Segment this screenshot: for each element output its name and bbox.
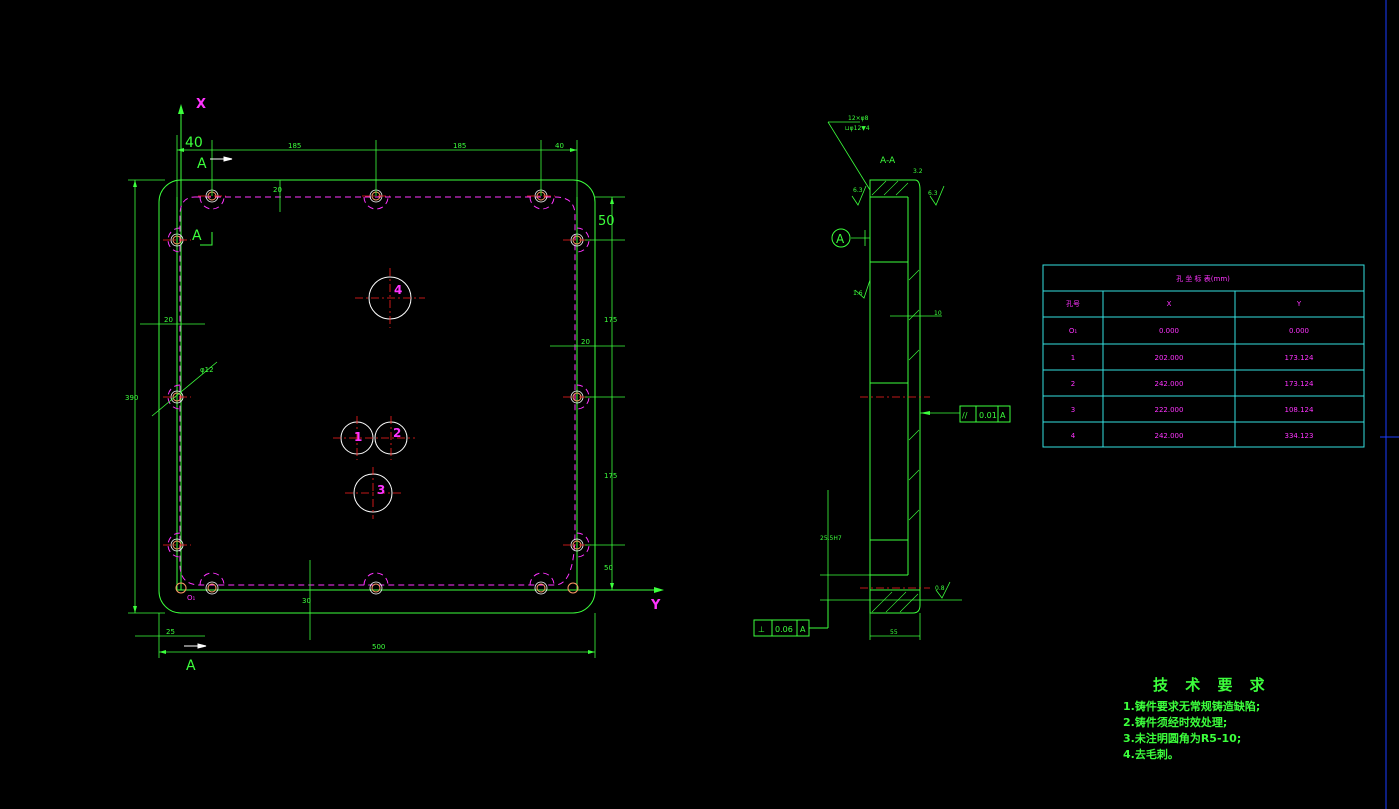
rough-bottom: 0.8	[935, 585, 945, 592]
section-title: A-A	[880, 156, 896, 166]
rough-right: 6.3	[928, 190, 938, 197]
dim-top-185-right: 185	[453, 142, 466, 150]
tol-perp-datum: A	[800, 625, 806, 634]
hole-label-3: 3	[377, 483, 385, 497]
tol-perp-frame	[753, 600, 829, 637]
axis-x-label: X	[196, 97, 206, 112]
tol-parallel-symbol: //	[962, 411, 968, 420]
hole-label-4: 4	[394, 283, 402, 297]
table-cell: 0.000	[1159, 327, 1179, 335]
tol-parallel-value: 0.01	[979, 411, 997, 420]
section-marker-top: A	[197, 156, 207, 172]
datum-a-label: A	[836, 232, 845, 246]
dim-right-175-bottom: 175	[604, 472, 617, 480]
dim-diameter: φ12	[200, 366, 214, 374]
table-cell: 242.000	[1155, 432, 1184, 440]
table-header-x: X	[1167, 300, 1172, 308]
table-cell: 202.000	[1155, 354, 1184, 362]
dim-top-40-right: 40	[555, 142, 564, 150]
coord-table	[1042, 264, 1365, 448]
plate-outline	[158, 179, 596, 614]
axis-y-label: Y	[650, 598, 661, 613]
table-title: 孔 坐 标 表(mm)	[1176, 274, 1230, 283]
dim-bottom-500: 500	[372, 643, 385, 651]
dim-left-20: 20	[164, 316, 173, 324]
dim-bottom-25: 25	[166, 628, 175, 636]
rough-left: 6.3	[853, 187, 863, 194]
tech-note: 4.去毛刺。	[1123, 748, 1179, 761]
dim-top-185-left: 185	[288, 142, 301, 150]
dim-right-50-bottom: 50	[604, 564, 613, 572]
tech-note: 1.铸件要求无常规铸造缺陷;	[1123, 700, 1261, 713]
section-outline	[869, 179, 921, 614]
table-cell: 1	[1071, 354, 1075, 362]
table-cell: 4	[1071, 432, 1076, 440]
datum-a-circle	[831, 228, 851, 248]
dim-right-50-top: 50	[598, 214, 615, 229]
hole-label-2: 2	[393, 426, 401, 440]
table-header-no: 孔号	[1066, 300, 1080, 308]
hole-label-1: 1	[354, 430, 362, 444]
technical-requirements: 技 术 要 求 1.铸件要求无常规铸造缺陷; 2.铸件须经时效处理; 3.未注明…	[1123, 674, 1271, 763]
dim-10: 10	[934, 310, 942, 317]
section-marker-left: A	[192, 228, 202, 244]
dim-55: 55	[890, 629, 898, 636]
gasket-groove	[179, 196, 576, 586]
origin-label: O₁	[187, 594, 196, 602]
tech-note: 2.铸件须经时效处理;	[1123, 716, 1228, 729]
table-cell: 108.124	[1285, 406, 1314, 414]
dim-right-20: 20	[581, 338, 590, 346]
dim-left-390: 390	[125, 394, 138, 402]
table-header-y: Y	[1296, 300, 1302, 308]
tol-parallel-datum: A	[1000, 411, 1006, 420]
table-cell: 173.124	[1285, 380, 1314, 388]
table-cell: 242.000	[1155, 380, 1184, 388]
table-cell: 0.000	[1289, 327, 1309, 335]
dim-bottom-30: 30	[302, 597, 311, 605]
table-cell: 3	[1071, 406, 1075, 414]
tol-parallel-frame	[959, 405, 1011, 423]
tech-title: 技 术 要 求	[1153, 676, 1271, 694]
table-cell: 222.000	[1155, 406, 1184, 414]
table-cell: 2	[1071, 380, 1075, 388]
tech-note: 3.未注明圆角为R5-10;	[1123, 732, 1242, 745]
table-cell: 173.124	[1285, 354, 1314, 362]
dim-inner-20: 20	[273, 186, 282, 194]
dim-top-40: 40	[185, 135, 203, 151]
callout-cbore: ⊔φ12▼4	[845, 125, 870, 132]
rough-side: 3.2	[913, 168, 923, 175]
rough-side2: 1.6	[853, 290, 863, 297]
callout-holes: 12×φ8	[848, 115, 869, 122]
table-cell: O₁	[1069, 327, 1078, 335]
dim-right-175-top: 175	[604, 316, 617, 324]
section-marker-bottom: A	[186, 658, 196, 674]
dim-vertical: 25.5H7	[820, 535, 842, 542]
table-cell: 334.123	[1285, 432, 1314, 440]
tol-perp-symbol: ⊥	[758, 625, 765, 634]
tol-perp-value: 0.06	[775, 625, 793, 634]
